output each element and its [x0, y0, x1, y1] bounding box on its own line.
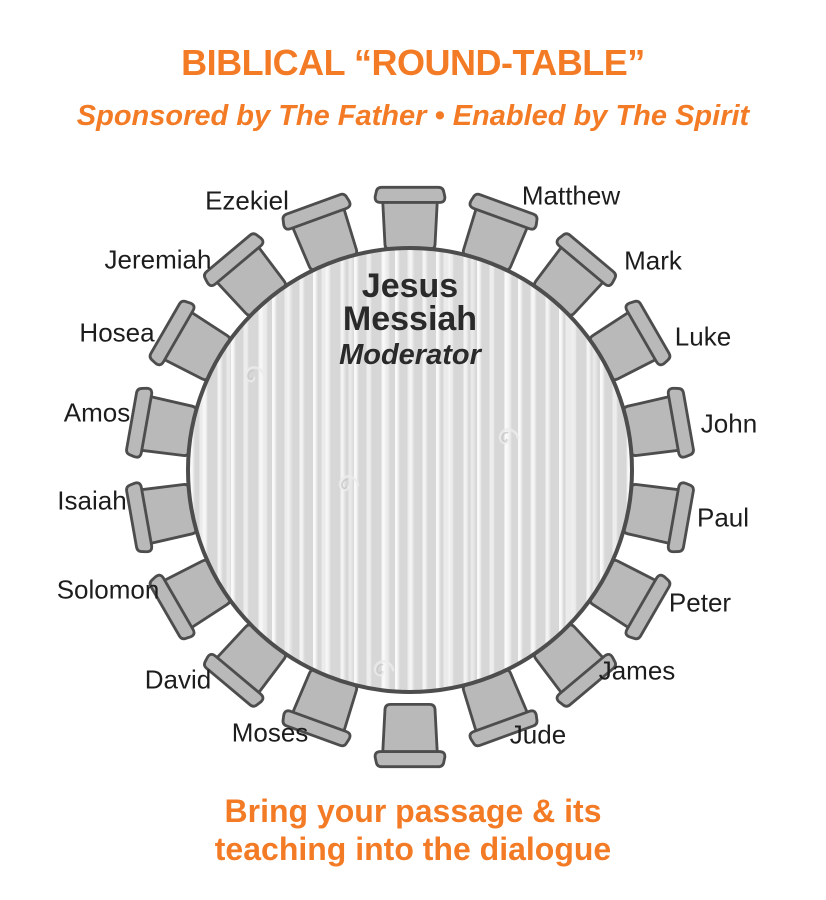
seat-label-john: John	[700, 408, 758, 439]
page-title: BIBLICAL “ROUND-TABLE”	[181, 42, 645, 83]
chair-john	[618, 381, 699, 472]
seat-label-mark: Mark	[624, 245, 682, 276]
chair-icon	[281, 192, 359, 272]
chair-paul	[618, 468, 699, 559]
wood-knot-icon	[373, 660, 395, 677]
table-top: Jesus Messiah Moderator	[186, 246, 634, 694]
chair-amos	[121, 381, 202, 472]
wood-knot-icon	[244, 366, 266, 383]
seat-label-jude: Jude	[509, 719, 567, 750]
wood-knot-icon	[498, 428, 520, 445]
footer-callout: Bring your passage & its teaching into t…	[0, 792, 826, 868]
wood-knot-icon	[338, 475, 360, 492]
chair-icon	[373, 185, 447, 252]
page-subtitle: Sponsored by The Father • Enabled by The…	[76, 100, 750, 132]
seat-label-jeremiah: Jeremiah	[104, 244, 212, 275]
seat-label-hosea: Hosea	[79, 317, 155, 348]
chair-moses	[275, 661, 373, 752]
chair-icon	[622, 481, 695, 554]
chair-icon	[588, 558, 672, 641]
footer-line-2: teaching into the dialogue	[214, 831, 612, 867]
moderator-role: Moderator	[339, 339, 481, 371]
seat-label-moses: Moses	[231, 717, 309, 748]
chair-guest-chair	[370, 702, 450, 770]
seat-label-luke: Luke	[674, 321, 732, 352]
chair-icon	[622, 386, 695, 459]
seat-label-ezekiel: Ezekiel	[205, 185, 289, 216]
chair-icon	[588, 299, 672, 382]
chair-luke	[579, 292, 678, 395]
moderator-label-block: Jesus Messiah Moderator	[190, 267, 630, 374]
chair-peter	[579, 544, 678, 647]
chair-icon	[373, 702, 447, 769]
seat-label-matthew: Matthew	[521, 180, 621, 211]
seat-label-david: David	[144, 664, 212, 695]
moderator-name-line-2: Messiah	[342, 300, 478, 338]
seat-label-isaiah: Isaiah	[57, 485, 127, 516]
moderator-name-line-1: Jesus	[361, 267, 459, 305]
chair-icon	[125, 386, 198, 459]
chair-icon	[281, 668, 359, 748]
seat-label-amos: Amos	[63, 397, 131, 428]
chair-moderator-chair	[370, 184, 450, 252]
seat-label-solomon: Solomon	[56, 574, 160, 605]
seat-label-james: James	[598, 655, 676, 686]
footer-line-1: Bring your passage & its	[224, 793, 602, 829]
seat-label-peter: Peter	[668, 587, 732, 618]
seat-label-paul: Paul	[696, 502, 750, 533]
chair-ezekiel	[275, 188, 373, 279]
